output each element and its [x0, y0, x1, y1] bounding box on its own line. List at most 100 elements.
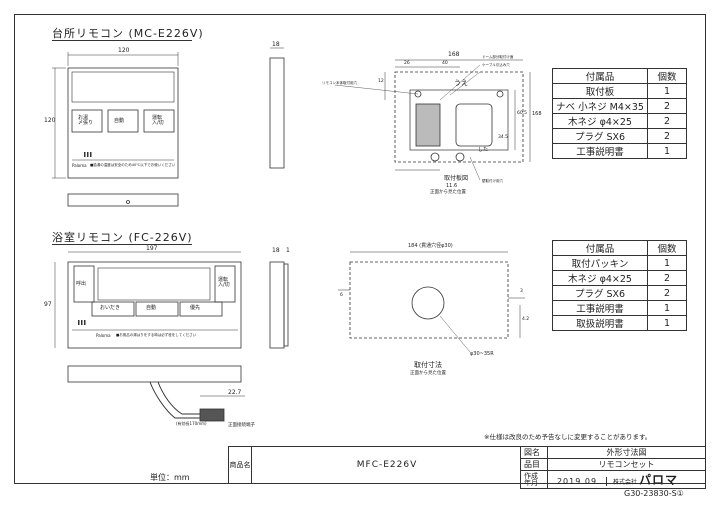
- kitchen-btn-label-2: 自動: [114, 118, 125, 124]
- acc-row-item: 工事説明書: [552, 143, 648, 159]
- acc-row-qty: 1: [647, 83, 687, 99]
- acc-row-item: 取付板: [552, 83, 648, 99]
- bath-side: [269, 261, 285, 349]
- spec-notice: ※仕様は改良のため予告なしに変更することがあります。: [484, 433, 652, 441]
- company-prefix: 株式会社: [613, 479, 638, 486]
- bath-depth-dim-2: 1: [286, 247, 290, 254]
- acc-row-item: プラグ SX6: [552, 285, 648, 301]
- bath-left-btn: [73, 265, 95, 303]
- bath-badge: Paloma: [96, 333, 111, 338]
- bath-btn-label-2: 自動: [146, 305, 157, 311]
- bath-btn-3: [179, 301, 223, 317]
- acc-row-qty: 1: [647, 315, 687, 331]
- kitchen-mount-up: うえ: [454, 79, 468, 87]
- kitchen-callout-1: ドーム部分取付け面: [482, 55, 514, 59]
- kitchen-callout-3: リモコン本体取付用穴: [322, 81, 357, 85]
- bath-mount-hole: [411, 286, 445, 320]
- drawing-frame: [14, 14, 706, 484]
- kitchen-height-dim: 120: [44, 117, 56, 124]
- bath-depth-dim-1: 18: [272, 247, 280, 254]
- kitchen-bottom: [67, 193, 179, 207]
- acc-row-qty: 1: [647, 255, 687, 271]
- product-label: 商品名: [229, 447, 252, 484]
- kitchen-mount-note: 正面から見た位置: [430, 190, 466, 195]
- bath-btn-1: [91, 301, 135, 317]
- kitchen-mount-outline: [394, 71, 524, 163]
- acc-header-qty: 個数: [647, 240, 687, 256]
- acc-row-item: プラグ SX6: [552, 128, 648, 144]
- acc-row-qty: 2: [647, 128, 687, 144]
- acc-row-item: 工事説明書: [552, 300, 648, 316]
- kitchen-mount-top-dim: 168: [448, 51, 460, 58]
- bath-height-dim: 97: [44, 301, 52, 308]
- item-label: 品目: [520, 458, 548, 471]
- bath-width-dim: 197: [146, 245, 158, 252]
- kitchen-title: 台所リモコン (MC-E226V): [52, 27, 204, 40]
- acc-header-item: 付属品: [552, 68, 648, 84]
- bath-bottom: [67, 365, 242, 383]
- bath-mount-side-1: 6: [340, 293, 343, 298]
- kitchen-badge: Paloma: [72, 163, 87, 168]
- bath-cable-length: (有効長170mm): [176, 421, 207, 426]
- company-logo: パロマ: [639, 473, 679, 487]
- bath-display: [97, 267, 211, 301]
- bath-mount-top-dim: 184 (貫通穴径φ30): [408, 243, 453, 249]
- drawing-number: G30-23830-S①: [624, 489, 684, 498]
- bath-right-btn: [214, 265, 236, 303]
- kitchen-print-row: ■給湯の温度は安全のため40℃以下でお使いください: [90, 163, 176, 167]
- bath-btn-2: [135, 301, 179, 317]
- bath-left-btn-label: 呼出: [76, 281, 87, 287]
- kitchen-side: [269, 57, 285, 169]
- bath-front-outline: [67, 261, 242, 349]
- kitchen-callout-2: ケーブル引込み穴: [482, 63, 510, 67]
- bath-print-row: ■お風呂の湯はりをする時は必ず栓をしてください: [116, 333, 197, 337]
- kitchen-btn-2: [107, 109, 139, 133]
- kitchen-btn-1: [71, 109, 103, 133]
- bath-cable-dim: 22.7: [228, 389, 242, 396]
- kitchen-mount-hatch: [415, 103, 441, 147]
- bath-mount-side-2: 3: [520, 289, 523, 294]
- bath-btn-label-1: おいだき: [100, 305, 121, 311]
- bath-mount-hole-dim: φ30~35R: [470, 351, 494, 357]
- kitchen-mount-left-dim: 12: [378, 79, 384, 84]
- kitchen-btn-label-3: 運転 入/切: [152, 115, 164, 126]
- title-block-product: 商品名 MFC-E226V: [228, 446, 520, 484]
- acc-header-qty: 個数: [647, 68, 687, 84]
- acc-row-qty: 2: [647, 270, 687, 286]
- bath-btn-label-3: 優先: [190, 305, 201, 311]
- acc-row-item: 取扱説明書: [552, 315, 648, 331]
- bath-mount-side-3: 4.2: [522, 317, 530, 322]
- product-name: MFC-E226V: [356, 460, 418, 470]
- acc-row-qty: 2: [647, 98, 687, 114]
- bath-mount-note: 正面から見た位置: [410, 371, 446, 376]
- kitchen-mount-label: 取付板図: [444, 175, 469, 182]
- bath-cable-terminal-label: 正面接続端子: [228, 423, 255, 428]
- bath-right-btn-label: 運転 入/切: [218, 277, 230, 288]
- date-value: 2019.09: [548, 477, 607, 486]
- date-label: 作成 年月: [520, 470, 548, 489]
- kitchen-mount-inner-dim: 34.5: [498, 135, 509, 140]
- unit-label: 単位：mm: [150, 473, 190, 482]
- item-value: リモコンセット: [547, 458, 706, 471]
- acc-row-qty: 2: [647, 113, 687, 129]
- kitchen-mount-small-dim: 60.5: [517, 111, 528, 116]
- bath-mount-label: 取付寸法: [414, 361, 442, 369]
- kitchen-mount-right-dim: 168: [532, 111, 542, 117]
- acc-row-item: 木ネジ φ4×25: [552, 270, 648, 286]
- kitchen-width-dim: 120: [118, 47, 130, 54]
- acc-header-item: 付属品: [552, 240, 648, 256]
- fig-label: 図名: [520, 446, 548, 459]
- kitchen-mount-dim-v: 11.6: [446, 183, 458, 189]
- kitchen-mount-down: した: [478, 147, 489, 153]
- kitchen-mount-sub-2: 40: [442, 61, 448, 66]
- acc-row-item: ナベ 小ネジ M4×35: [552, 98, 648, 114]
- kitchen-depth-dim: 18: [272, 41, 280, 48]
- bath-mount-outline: [349, 261, 509, 339]
- kitchen-btn-3: [143, 109, 175, 133]
- kitchen-display: [71, 71, 175, 103]
- acc-row-qty: 1: [647, 143, 687, 159]
